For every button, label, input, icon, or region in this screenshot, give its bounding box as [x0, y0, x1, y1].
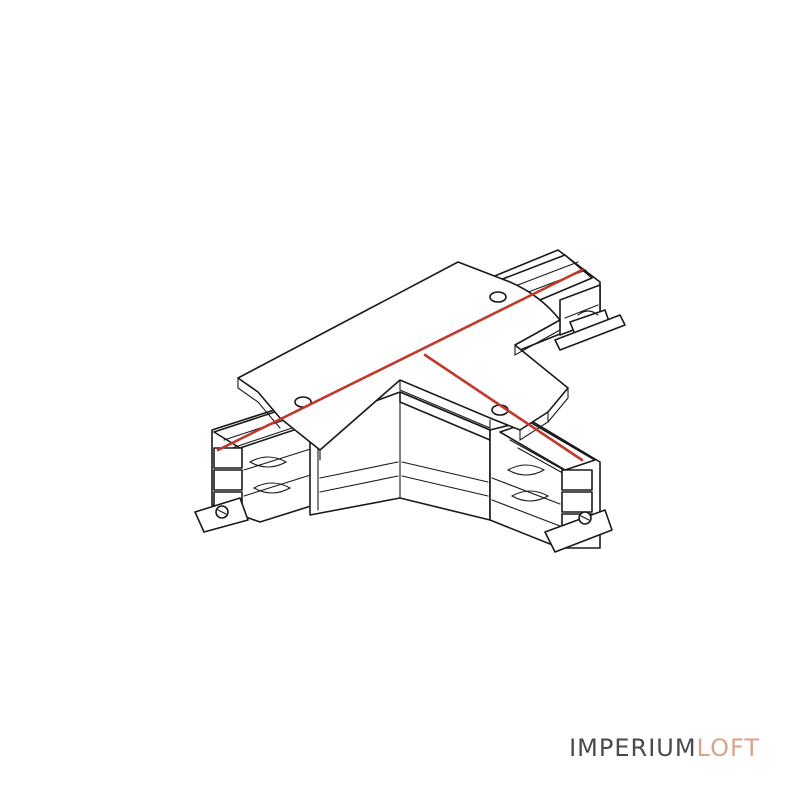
center-body	[309, 391, 491, 521]
watermark-part1: IMPERIUM	[569, 734, 697, 762]
top-plate	[237, 261, 569, 461]
branch-conductor-line	[423, 353, 584, 462]
front-right-track-arm	[489, 419, 613, 553]
watermark-part2: LOFT	[696, 734, 760, 762]
hole-top-icon	[489, 291, 507, 303]
watermark-logo: IMPERIUMLOFT	[569, 734, 760, 762]
conductor-lines	[216, 268, 584, 462]
main-conductor-line	[216, 268, 584, 452]
right-mount-plate	[554, 314, 626, 351]
